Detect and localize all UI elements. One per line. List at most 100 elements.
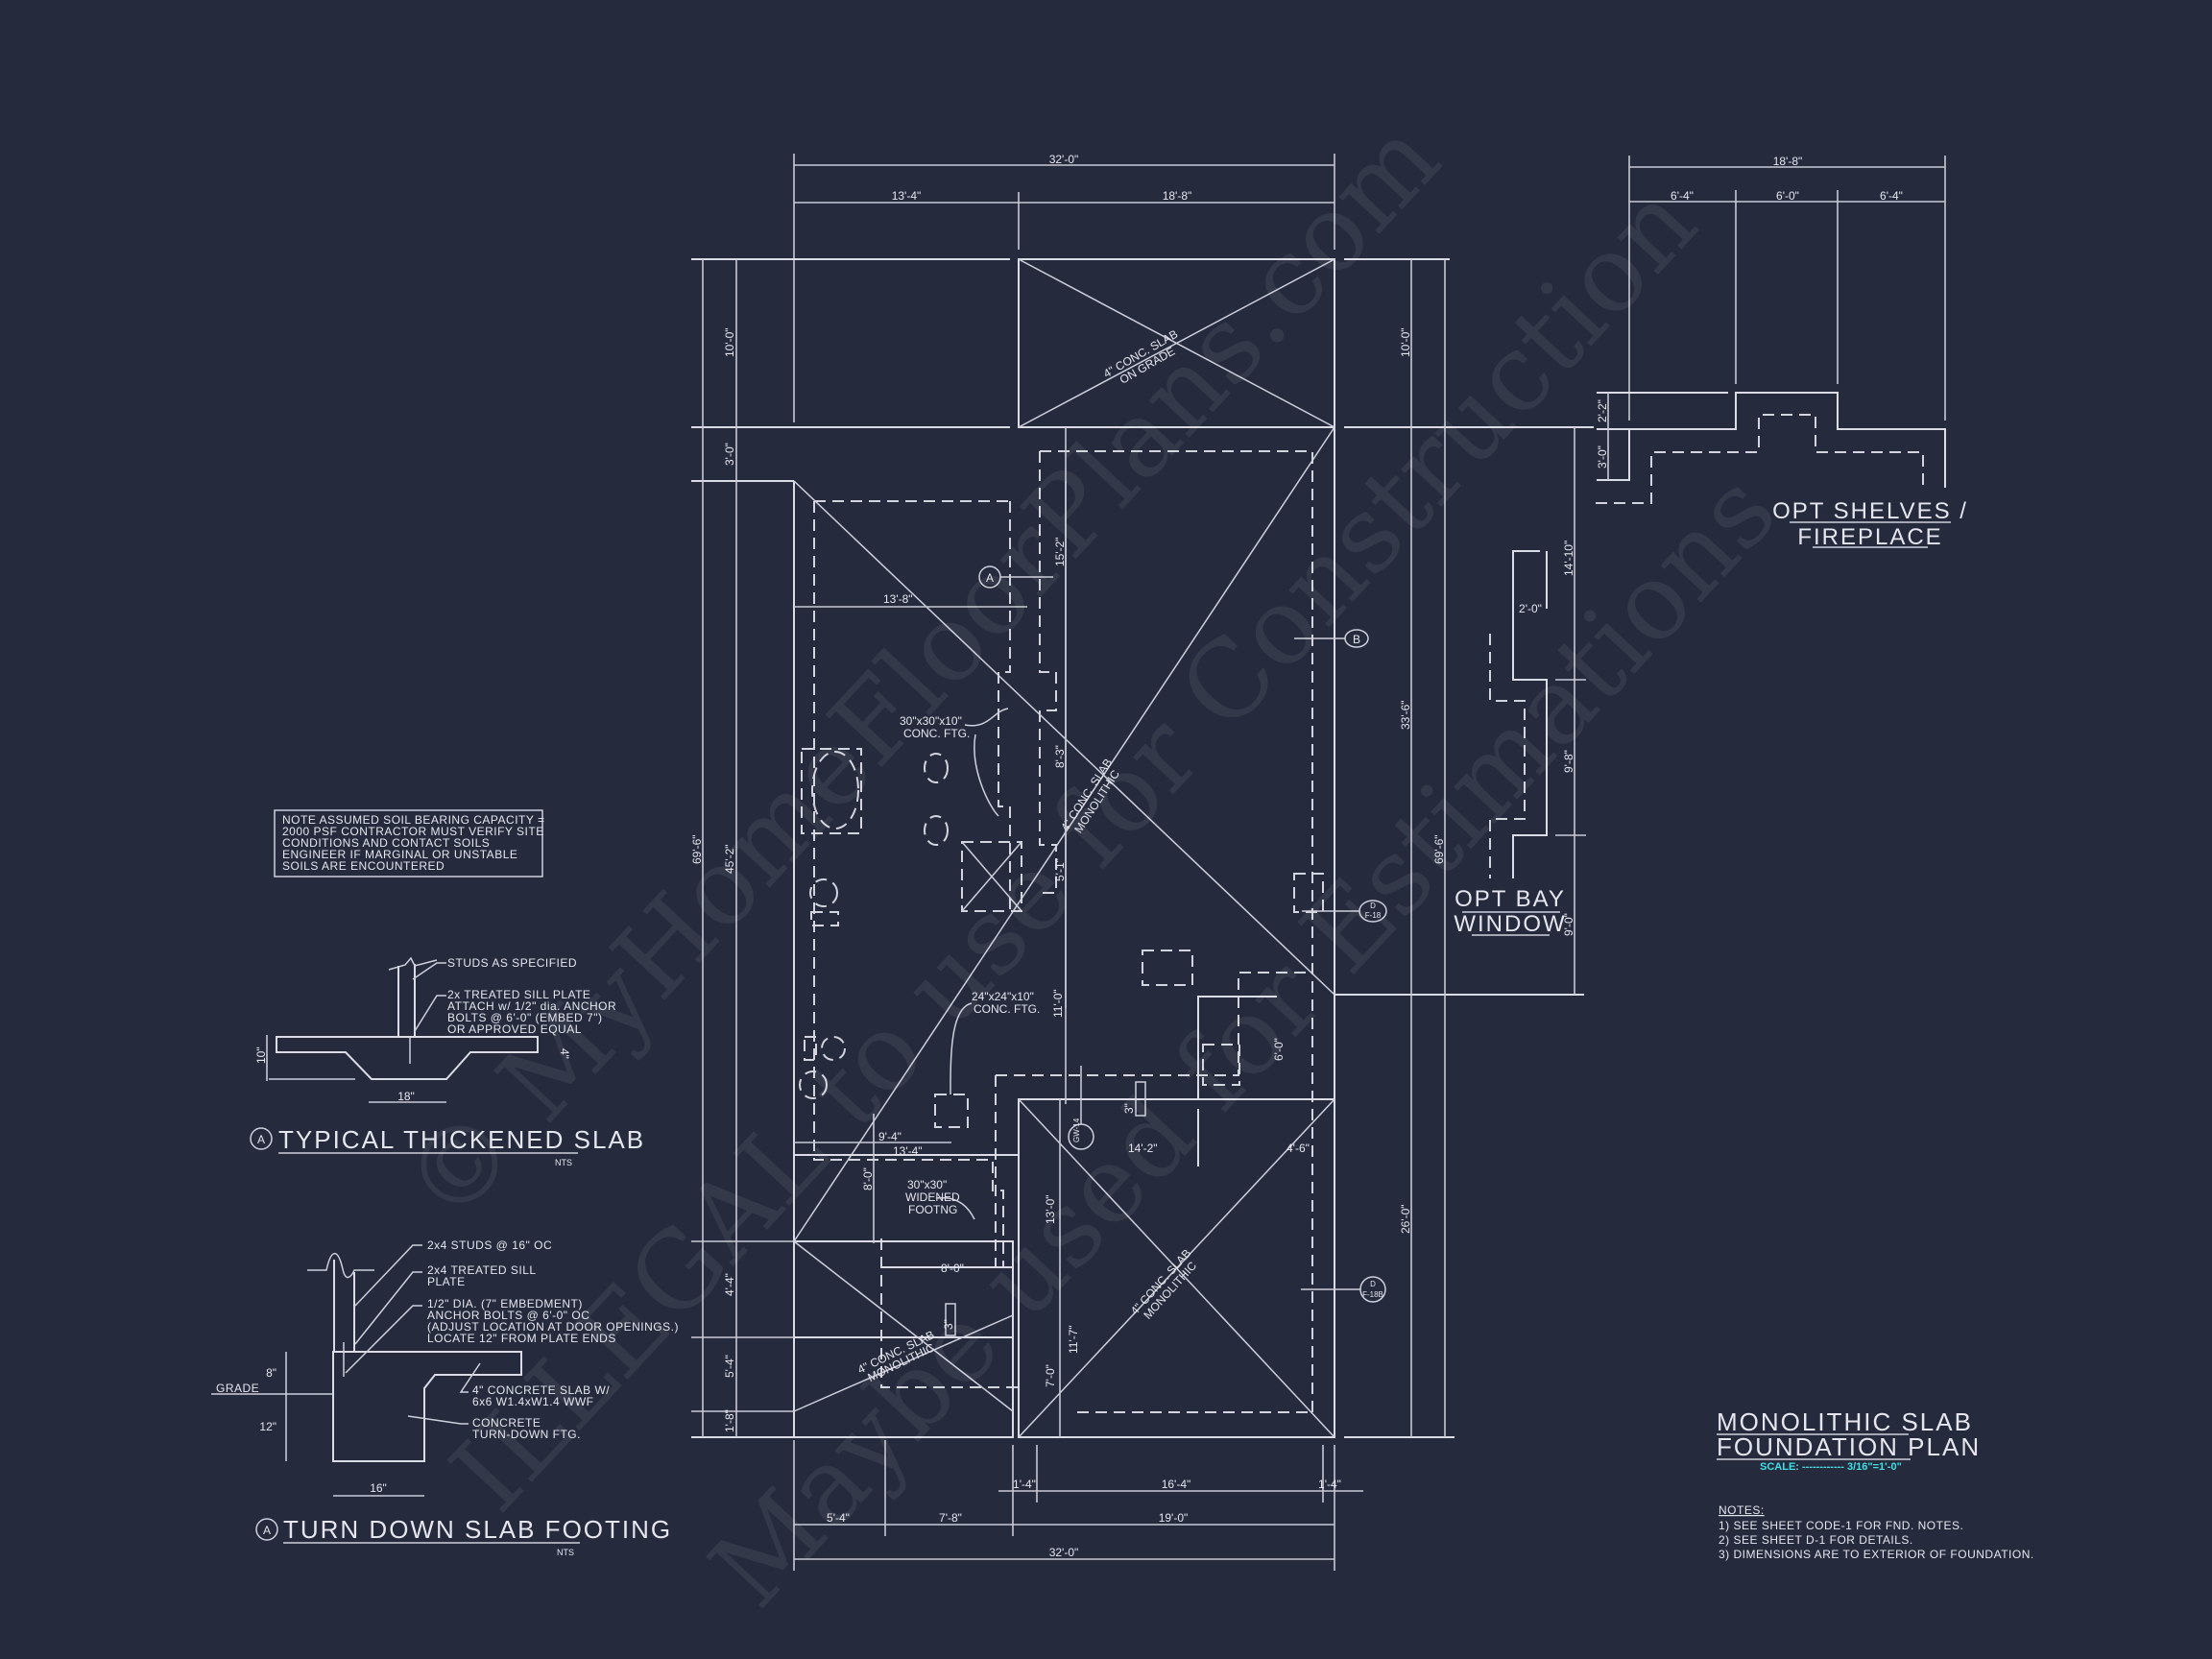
dim-left-4: 4'-4" <box>723 1273 736 1296</box>
dim-bottom-2a: 5'-4" <box>827 1511 850 1525</box>
turndown-bolts: 1/2" DIA. (7" EMBEDMENT) <box>427 1297 583 1310</box>
thickened-studs-label: STUDS AS SPECIFIED <box>447 956 577 970</box>
bay-window-dim-3: 9'-0" <box>1562 913 1575 936</box>
section-mark-a-label: A <box>986 571 994 585</box>
opt-bay-window: 2'-0" 14'-10" 9'-8" 9'-0" OPT BAY WINDOW <box>1454 427 1586 995</box>
notes-heading: NOTES: <box>1719 1503 1765 1517</box>
turndown-sill: PLATE <box>427 1275 466 1288</box>
turndown-bolts: LOCATE 12" FROM PLATE ENDS <box>427 1332 616 1345</box>
turndown-width: 16" <box>370 1481 387 1495</box>
turndown-nts: NTS <box>557 1548 574 1557</box>
plan-scale: SCALE: ------------ 3/16"=1'-0" <box>1760 1461 1902 1473</box>
fireplace-dim-h1: 2'-2" <box>1596 399 1609 422</box>
thickened-sill-label: BOLTS @ 6'-0" (EMBED 7") <box>447 1011 602 1024</box>
callout-footing-30: 30"x30"x10" <box>900 714 962 728</box>
section-mark-d-gw14[interactable]: GW-14 <box>1068 1066 1094 1150</box>
bay-window-dim-2: 9'-8" <box>1562 750 1575 773</box>
plan-title-line-1: MONOLITHIC SLAB <box>1717 1407 1973 1436</box>
dim-interior-5: 11'-0" <box>1051 989 1065 1018</box>
dim-right-1: 10'-0" <box>1399 327 1412 357</box>
dim-right-3: 26'-0" <box>1399 1204 1412 1234</box>
dim-interior-3: 8'-3" <box>1053 745 1067 768</box>
turndown-slab: 4" CONCRETE SLAB W/ <box>472 1383 610 1397</box>
thickened-nts: NTS <box>555 1158 572 1167</box>
callout-footing-24: 24"x24"x10" <box>972 990 1034 1003</box>
opt-shelves-fireplace: 18'-8" 6'-4" 6'-0" 6'-4" 2'-2" 3'-0" OPT… <box>1596 155 1968 550</box>
dim-bottom-1a: 1'-4" <box>1013 1478 1036 1491</box>
fireplace-label-1: OPT SHELVES / <box>1772 498 1968 524</box>
turndown-grade: GRADE <box>216 1382 259 1395</box>
dim-left-2: 3'-0" <box>723 443 736 466</box>
dim-interior-8: 13'-4" <box>893 1144 923 1158</box>
dim-interior-9: 14'-2" <box>1128 1142 1158 1155</box>
fireplace-dim-b: 6'-0" <box>1776 189 1799 203</box>
turndown-detail-mark: A <box>263 1524 271 1537</box>
dim-top-left: 13'-4" <box>892 189 922 203</box>
dim-interior-13: 13'-0" <box>1044 1194 1057 1224</box>
dim-bottom-1c: 1'-4" <box>1318 1478 1341 1491</box>
dim-interior-12: 8'-0" <box>941 1262 964 1275</box>
dim-interior-6: 6'-0" <box>1272 1038 1286 1061</box>
dim-left-3: 45'-2" <box>723 844 736 874</box>
turndown-bolts: (ADJUST LOCATION AT DOOR OPENINGS.) <box>427 1320 679 1334</box>
fireplace-dim-h2: 3'-0" <box>1596 445 1609 469</box>
watermark: © MyHomeFloorPlans.com ILLEGAL to use fo… <box>379 97 1799 1630</box>
callout-footing-24-b: CONC. FTG. <box>974 1002 1040 1016</box>
dim-top-right: 18'-8" <box>1163 189 1192 203</box>
fireplace-dim-overall: 18'-8" <box>1773 155 1803 168</box>
section-mark-d-label: D <box>1370 902 1376 910</box>
dim-top-overall: 32'-0" <box>1049 153 1079 166</box>
note-item: 2) SEE SHEET D-1 FOR DETAILS. <box>1719 1533 1913 1547</box>
thickened-sill-label: ATTACH w/ 1/2" dia. ANCHOR <box>447 999 616 1013</box>
thickened-width: 18" <box>397 1090 415 1103</box>
dim-interior-2: 15'-2" <box>1053 537 1067 566</box>
section-mark-b[interactable]: B <box>1294 629 1369 648</box>
section-mark-d-f18[interactable]: D F-18 <box>1302 900 1387 923</box>
dim-bottom-1b: 16'-4" <box>1162 1478 1191 1491</box>
thickened-slab-thickness: 4" <box>558 1048 571 1059</box>
dim-bottom-2b: 7'-8" <box>939 1511 962 1525</box>
dim-bottom-overall: 32'-0" <box>1049 1546 1079 1559</box>
dim-interior-14: 11'-7" <box>1067 1325 1080 1354</box>
detail-turn-down-slab-footing: GRADE 8" 12" 16" 2x4 STUDS @ 16" OC 2x4 … <box>211 1238 679 1557</box>
section-mark-d-f18b[interactable]: D F-18B <box>1301 1276 1386 1303</box>
dim-left-1: 10'-0" <box>723 327 736 357</box>
dim-bottom-2c: 19'-0" <box>1159 1511 1189 1525</box>
turndown-detail-title: TURN DOWN SLAB FOOTING <box>283 1515 672 1544</box>
note-item: 3) DIMENSIONS ARE TO EXTERIOR OF FOUNDAT… <box>1719 1548 2034 1561</box>
turndown-studs: 2x4 STUDS @ 16" OC <box>427 1238 552 1252</box>
bay-window-label-2: WINDOW <box>1454 911 1566 937</box>
dim-interior-15: 7'-0" <box>1044 1364 1057 1387</box>
section-mark-b-label: B <box>1353 633 1360 646</box>
dim-interior-10: 4'-6" <box>1286 1142 1310 1155</box>
section-mark-a[interactable]: A <box>978 565 1053 589</box>
turndown-h1: 8" <box>266 1366 276 1380</box>
soil-note-line: SOILS ARE ENCOUNTERED <box>282 859 445 873</box>
turndown-bolts: ANCHOR BOLTS @ 6'-0" OC <box>427 1309 589 1322</box>
dim-left-overall: 69'-6" <box>690 834 704 864</box>
bay-window-dim-1: 14'-10" <box>1562 541 1575 576</box>
dim-interior-17: 3" <box>942 1319 955 1330</box>
dim-left-6: 1'-8" <box>723 1409 736 1432</box>
bay-window-label-1: OPT BAY <box>1455 886 1566 912</box>
thickened-detail-mark: A <box>257 1133 265 1146</box>
dim-right-overall: 69'-6" <box>1432 834 1446 864</box>
dim-right-2: 33'-6" <box>1399 700 1412 730</box>
dim-left-5: 5'-4" <box>723 1355 736 1378</box>
section-mark-f18-label: F-18 <box>1365 911 1382 920</box>
section-mark-d2-label: D <box>1370 1280 1376 1288</box>
thickened-detail-title: TYPICAL THICKENED SLAB <box>278 1125 645 1154</box>
dim-interior-1: 13'-8" <box>883 592 913 606</box>
soil-note-line: 2000 PSF CONTRACTOR MUST VERIFY SITE <box>282 825 544 838</box>
soil-note-line: ENGINEER IF MARGINAL OR UNSTABLE <box>282 848 517 861</box>
turndown-sill: 2x4 TREATED SILL <box>427 1263 537 1277</box>
detail-typical-thickened-slab: 18" 10" 4" STUDS AS SPECIFIED 2x TREATED… <box>250 956 645 1167</box>
dim-interior-7: 9'-4" <box>878 1130 902 1143</box>
dim-interior-4: 5'-1" <box>1053 858 1067 881</box>
turndown-ftg: CONCRETE <box>472 1416 541 1430</box>
plan-title-line-2: FOUNDATION PLAN <box>1717 1432 1981 1461</box>
callout-widened-footing-c: FOOTNG <box>908 1203 957 1216</box>
soil-note-line: CONDITIONS AND CONTACT SOILS <box>282 836 490 850</box>
section-mark-f18b-label: F-18B <box>1362 1290 1383 1299</box>
